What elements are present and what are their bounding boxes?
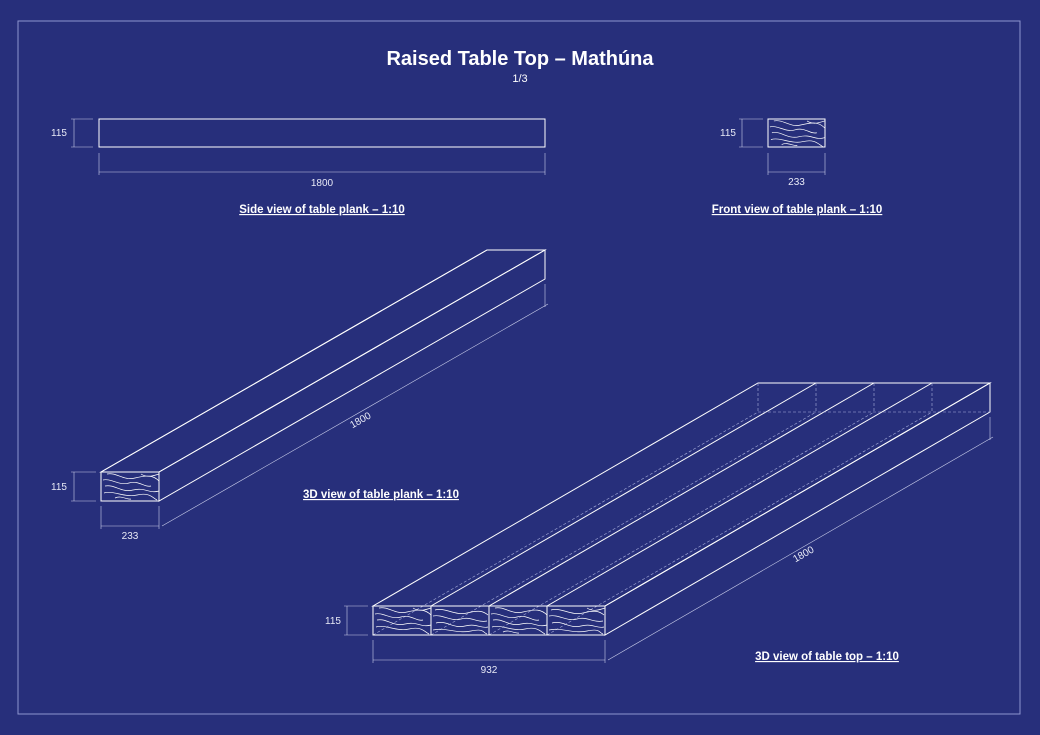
plank-3d-width-dimension: [100, 506, 160, 529]
table-top-3d-end-faces: [372, 605, 606, 636]
front-view-plank-end: [767, 118, 826, 148]
front-view-height-label: 115: [720, 128, 736, 139]
plank-3d-length-label: 1800: [348, 410, 373, 431]
side-view: 115 1800 Side view of table plank – 1:10: [51, 118, 546, 216]
front-view-width-label: 233: [788, 177, 805, 188]
plank-3d-end-face: [100, 471, 160, 502]
table-top-3d-length-dimension: [607, 417, 994, 661]
plank-3d-body: [99, 249, 547, 502]
plank-3d-caption: 3D view of table plank – 1:10: [303, 489, 459, 501]
plank-3d-height-dimension: [71, 471, 96, 502]
side-view-length-dimension: [98, 153, 546, 175]
table-top-3d-caption: 3D view of table top – 1:10: [755, 651, 899, 663]
plank-3d-height-label: 115: [51, 482, 67, 493]
table-top-3d-width-label: 932: [481, 665, 498, 676]
table-top-3d-end-grain: [374, 607, 606, 635]
front-view: 115 233 Front view of table plank – 1:10: [712, 118, 883, 216]
table-top-3d-width-dimension: [372, 640, 606, 663]
side-view-caption: Side view of table plank – 1:10: [239, 204, 405, 216]
table-top-3d-hidden-edges: [372, 383, 990, 636]
front-view-caption: Front view of table plank – 1:10: [712, 204, 883, 216]
side-view-plank: [98, 118, 546, 148]
side-view-height-label: 115: [51, 128, 67, 139]
plank-3d-length-dimension: [161, 284, 549, 527]
table-top-3d-length-label: 1800: [791, 544, 816, 565]
plank-3d-width-label: 233: [122, 531, 139, 542]
sheet-page-number: 1/3: [512, 73, 527, 85]
table-top-3d-height-dimension: [344, 605, 368, 636]
side-view-length-label: 1800: [311, 178, 334, 189]
front-view-height-dimension: [739, 118, 763, 148]
front-view-grain: [769, 120, 825, 147]
front-view-width-dimension: [767, 153, 826, 175]
plank-3d-end-grain: [102, 473, 160, 501]
table-top-3d-body: [371, 382, 992, 636]
sheet-border: [17, 20, 1021, 715]
sheet-title: Raised Table Top – Mathúna: [386, 48, 654, 70]
table-top-3d-view: 115 932 1800 3D view of table top – 1:10: [325, 382, 994, 676]
table-top-3d-height-label: 115: [325, 616, 341, 627]
side-view-height-dimension: [71, 118, 93, 148]
plank-3d-view: 115 233 1800 3D view of table plank – 1:…: [51, 249, 549, 542]
